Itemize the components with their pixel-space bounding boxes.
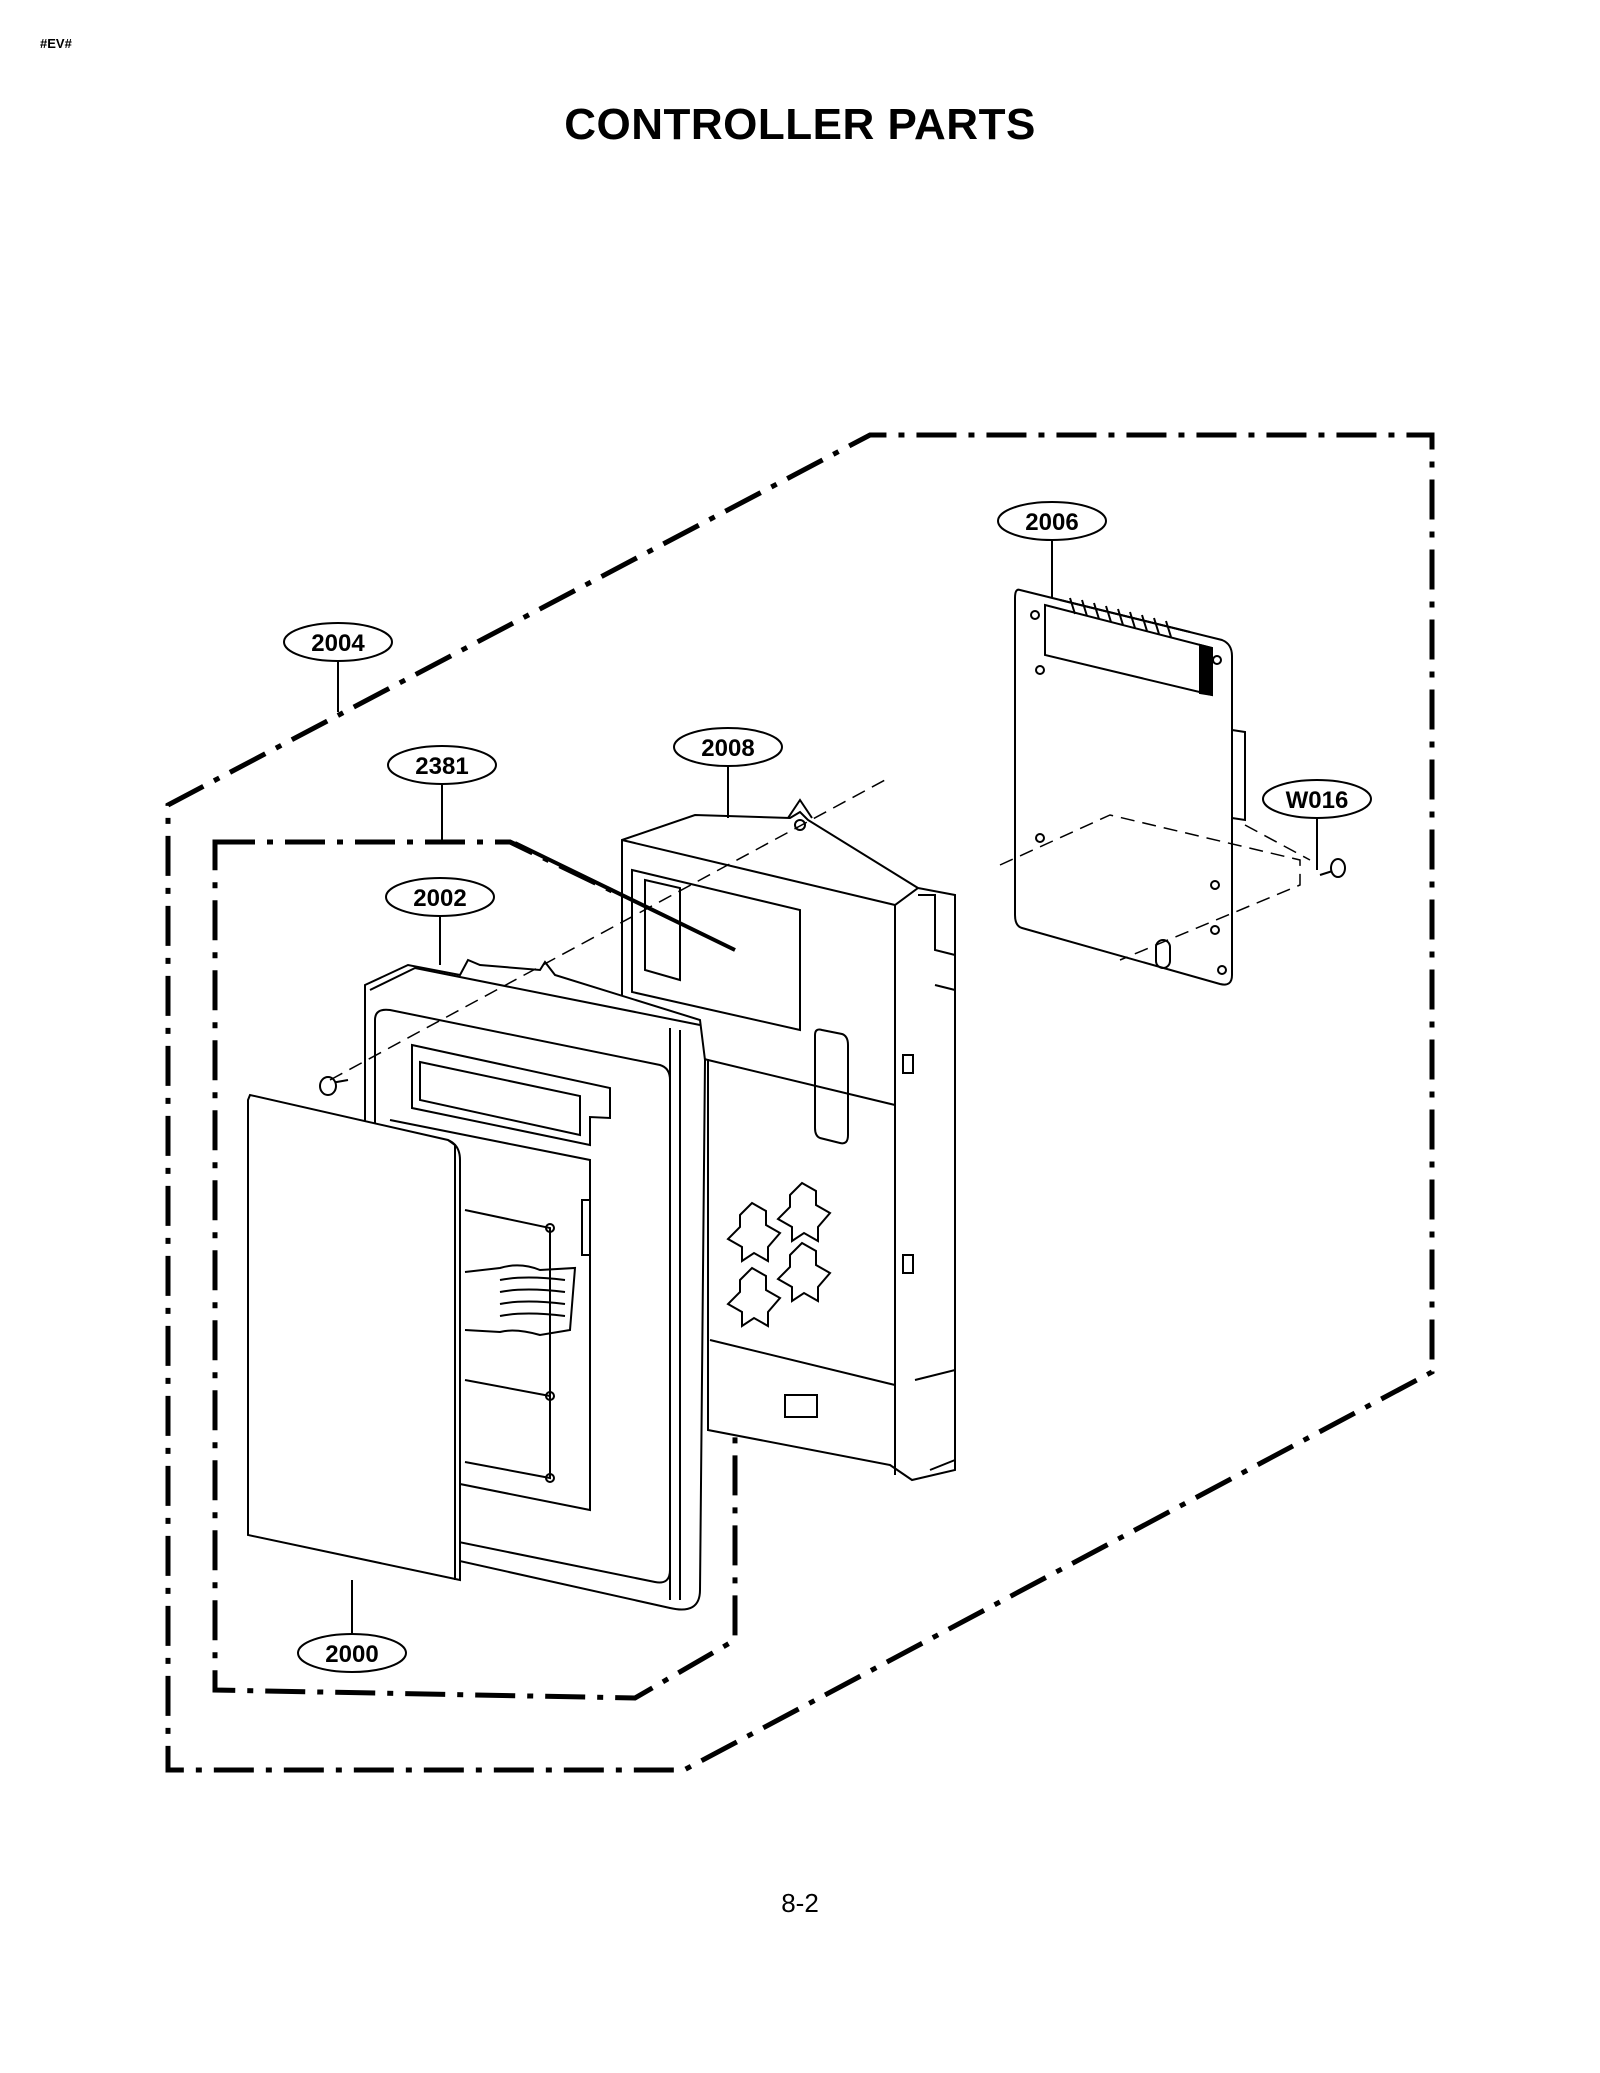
callout-2002-label: 2002 [413,885,466,912]
screw-w016 [1319,858,1346,878]
page-number: 8-2 [781,1888,819,1918]
callout-2008: 2008 [673,727,783,818]
callout-2004: 2004 [283,622,393,712]
assembly-guide-lines [329,779,1311,1081]
subassembly-connector [514,841,736,952]
callout-2006: 2006 [997,501,1107,598]
callout-w016-label: W016 [1286,787,1349,814]
screw-left [319,1076,349,1096]
assembly-boundary-2004 [165,432,1435,1773]
subassembly-boundary-2381 [212,839,738,1701]
callout-2381: 2381 [387,745,497,842]
callout-2000-label: 2000 [325,1641,378,1668]
callout-w016: W016 [1262,779,1372,870]
callout-2381-label: 2381 [415,753,468,780]
callout-2000: 2000 [297,1580,407,1673]
part-2006-pcb [1014,588,1246,986]
part-2008-frame [621,798,956,1482]
page-title: CONTROLLER PARTS [564,100,1036,149]
callout-2004-label: 2004 [311,630,365,657]
callout-2006-label: 2006 [1025,509,1078,536]
document-code: #EV# [40,36,72,51]
callout-2002: 2002 [385,877,495,965]
callout-2008-label: 2008 [701,735,754,762]
part-2000-membrane [247,1093,461,1582]
